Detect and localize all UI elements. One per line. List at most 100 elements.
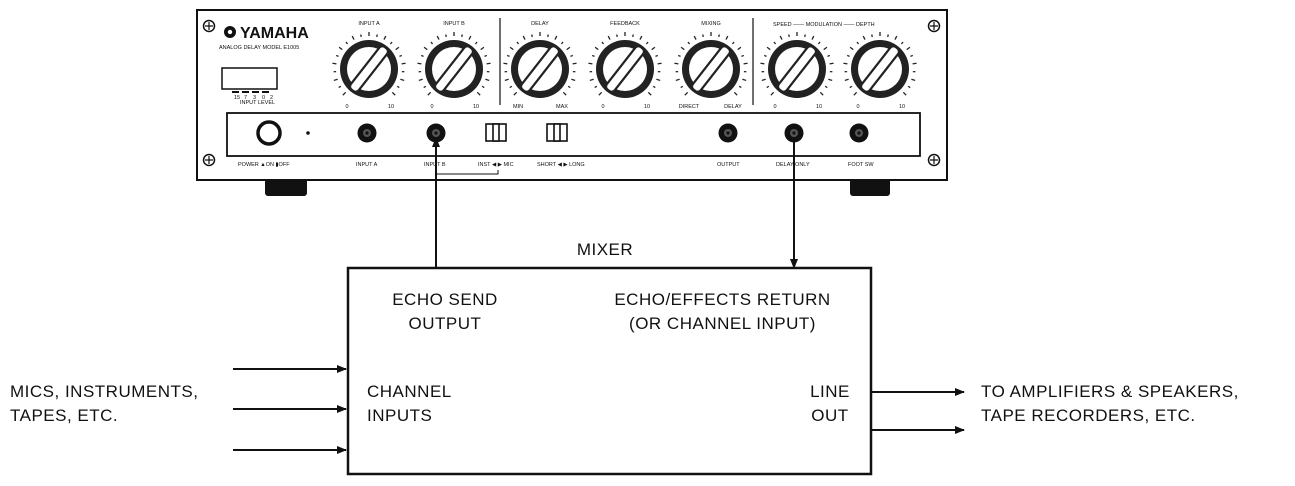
knob-scale-low: DIRECT <box>679 104 700 110</box>
channel-inputs-line: INPUTS <box>367 404 452 428</box>
echo-return-label: ECHO/EFFECTS RETURN (OR CHANNEL INPUT) <box>600 288 845 336</box>
input-level-label: INPUT LEVEL <box>240 100 275 106</box>
line-out-line: LINE <box>800 380 860 404</box>
knob-tick <box>484 55 486 56</box>
sources-label: MICS, INSTRUMENTS, TAPES, ETC. <box>10 380 198 428</box>
unit-jack-panel <box>227 113 920 156</box>
destinations-line: TAPE RECORDERS, ETC. <box>981 404 1239 428</box>
knob-label: INPUT B <box>443 21 465 27</box>
knob-tick <box>503 63 507 64</box>
input-a-jack-label: INPUT A <box>356 162 378 168</box>
echo-return-line: ECHO/EFFECTS RETURN <box>600 288 845 312</box>
knob-tick <box>744 63 748 64</box>
screw-icon <box>929 155 940 166</box>
knob-tick <box>361 34 362 36</box>
foot-sw-jack[interactable] <box>850 124 869 143</box>
knob-tick <box>617 34 618 36</box>
knob-tick <box>827 55 829 56</box>
knob-scale-high: 10 <box>816 104 822 110</box>
knob-scale-high: 10 <box>899 104 905 110</box>
knob-tick <box>417 63 421 64</box>
line-out-label: LINE OUT <box>800 380 860 428</box>
knob-tick <box>402 63 406 64</box>
knob-tick <box>658 63 662 64</box>
knob-scale-low: 0 <box>430 104 433 110</box>
knob-tick <box>588 63 592 64</box>
echo-send-line: ECHO SEND <box>375 288 515 312</box>
yamaha-logo-icon <box>224 26 236 38</box>
sources-line: MICS, INSTRUMENTS, <box>10 380 198 404</box>
knob-scale-low: MIN <box>513 104 523 110</box>
screw-icon <box>204 155 215 166</box>
screw-icon <box>929 21 940 32</box>
knob-label: INPUT A <box>358 21 380 27</box>
knob-tick <box>332 63 336 64</box>
knob-scale-low: 0 <box>773 104 776 110</box>
knob-tick <box>377 34 378 36</box>
knob-tick <box>843 63 847 64</box>
knob-tick <box>719 34 720 36</box>
knob-scale-high: 10 <box>388 104 394 110</box>
sources-line: TAPES, ETC. <box>10 404 198 428</box>
knob-tick <box>764 55 766 56</box>
inst-mic-label: INST ◀ ▶ MIC <box>478 162 514 168</box>
channel-inputs-label: CHANNEL INPUTS <box>367 380 452 428</box>
power-indicator-icon <box>306 131 310 135</box>
knob-scale-low: 0 <box>345 104 348 110</box>
output-jack-label: OUTPUT <box>717 162 740 168</box>
short-long-switch[interactable] <box>547 124 567 141</box>
input-a-jack[interactable] <box>358 124 377 143</box>
knob-tick <box>678 55 680 56</box>
modulation-header: SPEED —— MODULATION —— DEPTH <box>773 22 875 28</box>
knob-label: DELAY <box>531 21 549 27</box>
knob-tick <box>421 55 423 56</box>
knob-scale-high: DELAY <box>724 104 742 110</box>
inst-mic-switch[interactable] <box>486 124 506 141</box>
output-jack[interactable] <box>719 124 738 143</box>
knob-tick <box>592 55 594 56</box>
short-long-label: SHORT ◀ ▶ LONG <box>537 162 585 168</box>
knob-tick <box>548 34 549 36</box>
knob-tick <box>507 55 509 56</box>
echo-send-line: OUTPUT <box>375 312 515 336</box>
channel-inputs-line: CHANNEL <box>367 380 452 404</box>
knob-tick <box>703 34 704 36</box>
knob-tick <box>462 34 463 36</box>
knob-tick <box>760 63 764 64</box>
destinations-line: TO AMPLIFIERS & SPEAKERS, <box>981 380 1239 404</box>
mixer-title: MIXER <box>575 238 635 262</box>
knob-scale-high: 10 <box>473 104 479 110</box>
model-name: ANALOG DELAY MODEL E1005 <box>219 45 299 51</box>
echo-return-line: (OR CHANNEL INPUT) <box>600 312 845 336</box>
echo-send-label: ECHO SEND OUTPUT <box>375 288 515 336</box>
knob-tick <box>487 63 491 64</box>
brand-name: YAMAHA <box>240 25 309 42</box>
knob-scale-high: MAX <box>556 104 568 110</box>
power-button[interactable] <box>258 122 280 144</box>
power-label: POWER ▲ON ▮OFF <box>238 162 290 168</box>
knob-tick <box>913 63 917 64</box>
knob-tick <box>655 55 657 56</box>
knob-scale-high: 10 <box>644 104 650 110</box>
knob-label: FEEDBACK <box>610 21 640 27</box>
knob-scale-low: 0 <box>856 104 859 110</box>
knob-tick <box>741 55 743 56</box>
knob-tick <box>532 34 533 36</box>
foot-sw-jack-label: FOOT SW <box>848 162 874 168</box>
knob-tick <box>399 55 401 56</box>
destinations-label: TO AMPLIFIERS & SPEAKERS, TAPE RECORDERS… <box>981 380 1239 428</box>
knob-tick <box>789 34 790 36</box>
knob-tick <box>446 34 447 36</box>
knob-tick <box>570 55 572 56</box>
knob-tick <box>830 63 834 64</box>
knob-tick <box>336 55 338 56</box>
knob-label: MIXING <box>701 21 721 27</box>
knob-tick <box>674 63 678 64</box>
knob-tick <box>910 55 912 56</box>
input-level-meter <box>222 68 277 89</box>
knob-tick <box>888 34 889 36</box>
knob-tick <box>847 55 849 56</box>
knob-tick <box>573 63 577 64</box>
knob-tick <box>872 34 873 36</box>
